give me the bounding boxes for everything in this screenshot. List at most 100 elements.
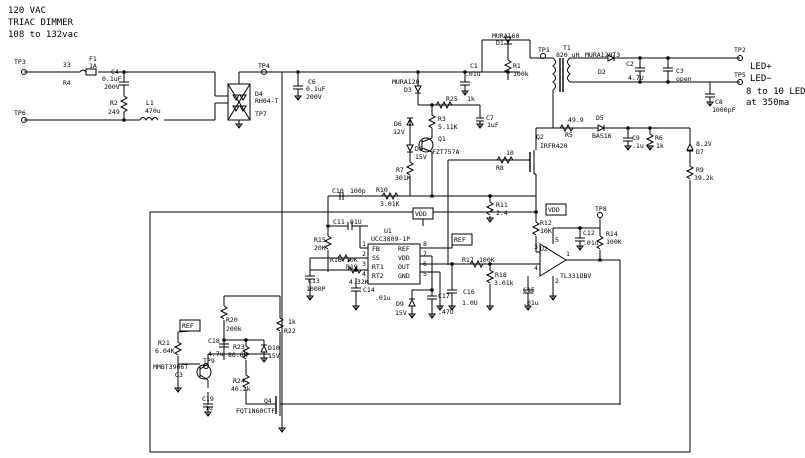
r12-value: 10K — [540, 227, 552, 235]
d1-value: MURA160 — [492, 32, 519, 40]
tp6-label: TP6 — [14, 109, 26, 117]
c8-label: C8 — [715, 98, 723, 106]
r20-label: R20 — [226, 316, 238, 324]
d8-label: D8 — [415, 145, 423, 153]
c16-label: C16 — [463, 288, 475, 296]
svg-text:VDD: VDD — [548, 206, 560, 214]
c19-value: 1u — [205, 404, 213, 412]
c7-value: 1uF — [487, 121, 499, 129]
q2-label: Q2 — [536, 133, 544, 141]
r25-value: 1k — [467, 95, 475, 103]
c12-value: .01u — [583, 239, 599, 247]
d10-label: D10 — [268, 344, 280, 352]
bias-section — [173, 295, 620, 416]
output-led-count: 8 to 10 LEDs — [746, 87, 805, 97]
r16-label: R16 — [330, 256, 342, 264]
output-stage — [600, 54, 743, 106]
u1-label: U1 — [384, 227, 392, 235]
u1-pin-gnd: GND — [398, 272, 410, 280]
u1-pin-num-5: 5 — [423, 270, 427, 278]
c9-label: C9 — [632, 134, 640, 142]
feedback-top — [327, 191, 536, 224]
c7-label: C7 — [486, 114, 494, 122]
startup-section — [405, 70, 484, 196]
tp7-label: TP7 — [255, 110, 267, 118]
r15-label: R15 — [314, 236, 326, 244]
d2-value: MURA120T3 — [585, 51, 620, 59]
c10-label: C10 — [332, 187, 344, 195]
r20-value: 200k — [226, 325, 242, 333]
c11-value: .01U — [346, 218, 362, 226]
r8-label: R8 — [496, 164, 504, 172]
ref-tag-1: REF — [451, 233, 473, 248]
d5-value: BAS16 — [592, 132, 612, 140]
r14-label: R14 — [606, 230, 618, 238]
d5-label: D5 — [596, 114, 604, 122]
c4-value: 0.1uF — [102, 75, 122, 83]
r19-value: 4.32K — [349, 278, 369, 286]
r24-value: 40.2k — [231, 385, 251, 393]
u1-pin-num-6: 6 — [423, 260, 427, 268]
r4-value: 33 — [63, 61, 71, 69]
c18-value: 4.7u — [208, 350, 224, 358]
bridge-rectifier-d4 — [227, 69, 520, 128]
d3-label: D3 — [404, 86, 412, 94]
r5-label: R5 — [565, 131, 573, 139]
d8-value: 15V — [415, 153, 427, 161]
r6-label: R6 — [655, 134, 663, 142]
q2-value: IRFR420 — [540, 142, 567, 150]
c15-label: C15 — [523, 286, 535, 294]
tp8-label: TP8 — [595, 205, 607, 213]
c14-label: C14 — [363, 286, 375, 294]
r3-value: 5.11K — [438, 123, 458, 131]
r15-value: 20K — [314, 244, 326, 252]
u2-pin-1: 1 — [566, 250, 570, 258]
r5-value: 49.9 — [568, 116, 584, 124]
c13-label: C13 — [308, 277, 320, 285]
c1-value: .01u — [465, 70, 481, 78]
c4-label: C4 — [111, 68, 119, 76]
svg-text:REF: REF — [182, 322, 194, 330]
output-led-minus: LED− — [750, 74, 772, 84]
c6-voltage: 200V — [306, 93, 322, 101]
input-section — [21, 68, 228, 123]
u1-pin-out: OUT — [398, 263, 410, 271]
r18-value: 3.01k — [494, 279, 514, 287]
c10-value: 100p — [350, 187, 366, 195]
r9-label: R9 — [696, 166, 704, 174]
c3-label: C3 — [676, 67, 684, 75]
d7-label: D7 — [696, 148, 704, 156]
d10-value: 15V — [268, 352, 280, 360]
tp4-label: TP4 — [258, 62, 270, 70]
svg-text:VDD: VDD — [415, 210, 427, 218]
c4-voltage: 200V — [104, 83, 120, 91]
r9-value: 39.2k — [694, 174, 714, 182]
vdd-tag-2: VDD — [545, 203, 567, 216]
c2-value: 4.7U — [628, 74, 644, 82]
u1-pin-num-1: 1 — [362, 240, 366, 248]
q4-value: FQT1N60CTF — [236, 407, 275, 415]
c1-label: C1 — [470, 62, 478, 70]
r17-value: 100K — [479, 256, 495, 264]
u1-pin-rt1: RT1 — [372, 263, 384, 271]
c15-value: .01u — [523, 299, 539, 307]
t1-value: 820 uH — [556, 51, 580, 59]
vdd-tag-1: VDD — [412, 207, 434, 226]
r11-value: 2.4 — [496, 209, 508, 217]
r22-value: 1k — [288, 318, 296, 326]
c19-label: C19 — [202, 395, 214, 403]
q1-label: Q1 — [438, 135, 446, 143]
switch-q2 — [447, 123, 695, 452]
c13-value: 1000P — [306, 285, 326, 293]
c12-label: C12 — [583, 229, 595, 237]
r18-label: R18 — [495, 271, 507, 279]
snubber-section — [460, 36, 530, 95]
transformer-t1 — [529, 40, 600, 128]
d7-value: 8.2V — [696, 140, 712, 148]
tp1-label: TP1 — [538, 46, 550, 54]
u1-pin-num-7: 7 — [423, 250, 427, 258]
c2-label: C2 — [626, 60, 634, 68]
q1-value: FZT757A — [432, 148, 459, 156]
u1-value: UCC3809-1P — [371, 235, 410, 243]
l1-value: 470u — [145, 107, 161, 115]
